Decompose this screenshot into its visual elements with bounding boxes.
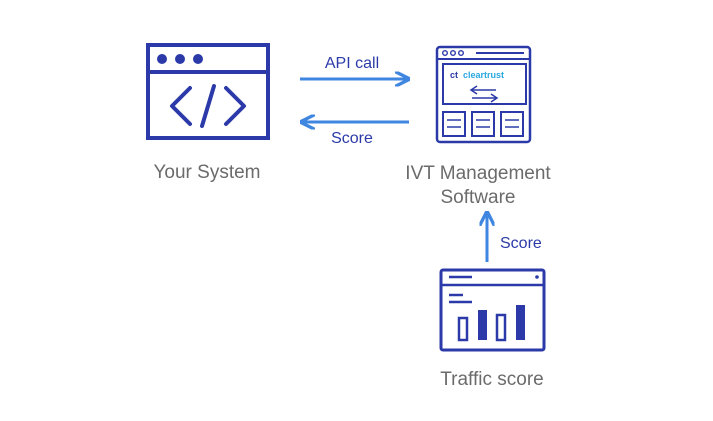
score-up-label: Score bbox=[500, 235, 542, 252]
bar-chart-window-icon bbox=[439, 268, 546, 352]
score-back-label: Score bbox=[331, 130, 373, 147]
dashboard-window-icon bbox=[435, 45, 532, 144]
brand-name: cleartrust bbox=[463, 70, 504, 80]
ivt-label-line2: Software bbox=[441, 187, 516, 208]
your-system-label: Your System bbox=[153, 162, 260, 183]
code-window-icon bbox=[146, 43, 270, 140]
api-call-label: API call bbox=[325, 55, 379, 72]
brand-prefix: ct bbox=[450, 70, 458, 80]
traffic-score-label: Traffic score bbox=[440, 369, 543, 390]
ivt-label-line1: IVT Management bbox=[405, 163, 551, 184]
